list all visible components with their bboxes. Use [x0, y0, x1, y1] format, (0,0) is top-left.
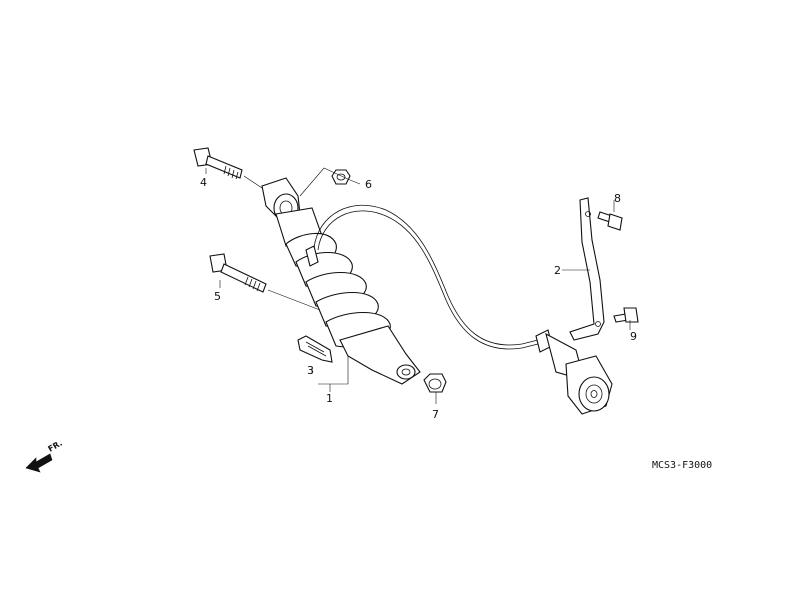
callout-2: 2	[554, 264, 561, 277]
bracket-upper-bolt[interactable]	[597, 211, 623, 231]
front-arrow-icon	[25, 453, 53, 473]
remote-preload-hose	[313, 204, 539, 346]
callout-1: 1	[326, 392, 333, 405]
lower-mounting-bolt[interactable]	[209, 253, 267, 293]
upper-mounting-bolt[interactable]	[193, 147, 243, 180]
adjuster-bracket[interactable]	[569, 197, 605, 341]
preload-adjuster-knob[interactable]	[535, 329, 613, 415]
upper-nut[interactable]	[331, 169, 351, 185]
callout-3: 3	[307, 364, 314, 377]
callout-4: 4	[200, 176, 207, 189]
leader-lines	[205, 167, 631, 404]
callout-9: 9	[630, 330, 637, 343]
bracket-lower-bolt[interactable]	[613, 307, 639, 323]
callout-8: 8	[614, 192, 621, 205]
diagram-code: MCS3-F3000	[652, 460, 712, 471]
callout-5: 5	[214, 290, 221, 303]
stopper-plate[interactable]	[297, 335, 333, 363]
rear-shock-absorber[interactable]	[261, 177, 421, 385]
callout-7: 7	[432, 408, 439, 421]
callout-6: 6	[365, 178, 372, 191]
lower-nut[interactable]	[423, 373, 447, 393]
direction-label: FR.	[47, 439, 64, 454]
